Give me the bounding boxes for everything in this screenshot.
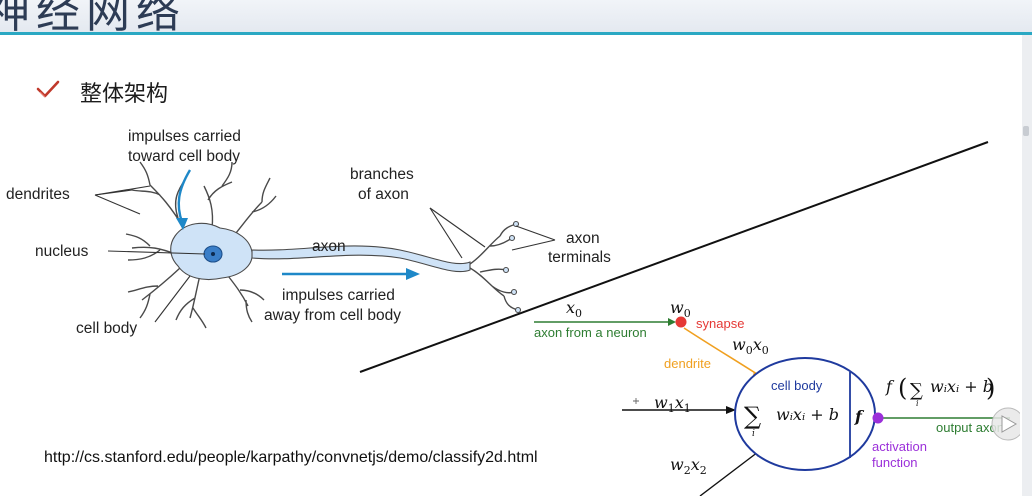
svg-text:(: ( [898,374,907,402]
title-accent-rule [0,32,1032,35]
slide-title-band: 神经网络 [0,0,1032,32]
label-axon-from-neuron: axon from a neuron [534,325,647,340]
label-dendrite: dendrite [664,356,711,371]
svg-text:i: i [916,399,919,408]
label-w0x0: w0x0 [732,335,769,357]
scrollbar[interactable] [1022,35,1032,496]
label-dendrites: dendrites [6,186,70,203]
svg-text:i: i [752,429,755,439]
label-x0: x0 [566,298,582,320]
label-f: f [854,407,865,426]
label-axon-terminals-1: axon [566,230,600,247]
output-formula: f ( ∑ i wᵢxᵢ + b ) [885,374,995,408]
synapse-dot [675,316,687,328]
biological-neuron [125,161,522,329]
label-nucleus: nucleus [35,243,89,260]
svg-text:f: f [885,377,895,396]
scrollbar-thumb[interactable] [1023,126,1029,136]
label-w0: w0 [670,298,691,320]
sum-symbol: ∑ [744,402,761,430]
checkmark-icon [36,80,60,104]
play-icon [1001,415,1018,433]
svg-text:∑: ∑ [910,380,923,401]
label-branches-1: branches [350,166,414,183]
label-axon: axon [312,238,346,255]
svg-text:wᵢxᵢ + b: wᵢxᵢ + b [930,377,993,396]
source-url[interactable]: http://cs.stanford.edu/people/karpathy/c… [44,449,538,466]
bullet-text: 整体架构 [80,82,169,107]
label-sum-expr: wᵢxᵢ + b [776,405,839,424]
label-activation-2: function [872,455,918,470]
label-w2x2: w2x2 [670,455,707,477]
activation-dot [872,412,884,424]
axon-shape [251,245,471,273]
neuron-diagram: impulses carried toward cell body dendri… [6,128,1020,496]
label-impulses-toward-1: impulses carried [128,128,241,145]
label-impulses-away-1: impulses carried [282,287,395,304]
label-activation-1: activation [872,439,927,454]
label-impulses-toward-2: toward cell body [128,148,240,165]
bullet-item: 整体架构 [36,76,168,108]
label-axon-terminals-2: terminals [548,249,611,266]
label-output-axon: output axon [936,420,1004,435]
neuron-model [534,316,1010,496]
label-model-cell-body: cell body [771,378,823,393]
play-overlay-button[interactable] [991,407,1020,441]
label-branches-2: of axon [358,186,409,203]
label-synapse: synapse [696,316,744,331]
svg-text:): ) [986,374,995,402]
label-w1x1: w1x1 [654,393,691,415]
slide-title: 神经网络 [0,0,186,32]
separator-line [359,141,989,373]
label-impulses-away-2: away from cell body [264,307,401,324]
label-cell-body: cell body [76,320,137,337]
